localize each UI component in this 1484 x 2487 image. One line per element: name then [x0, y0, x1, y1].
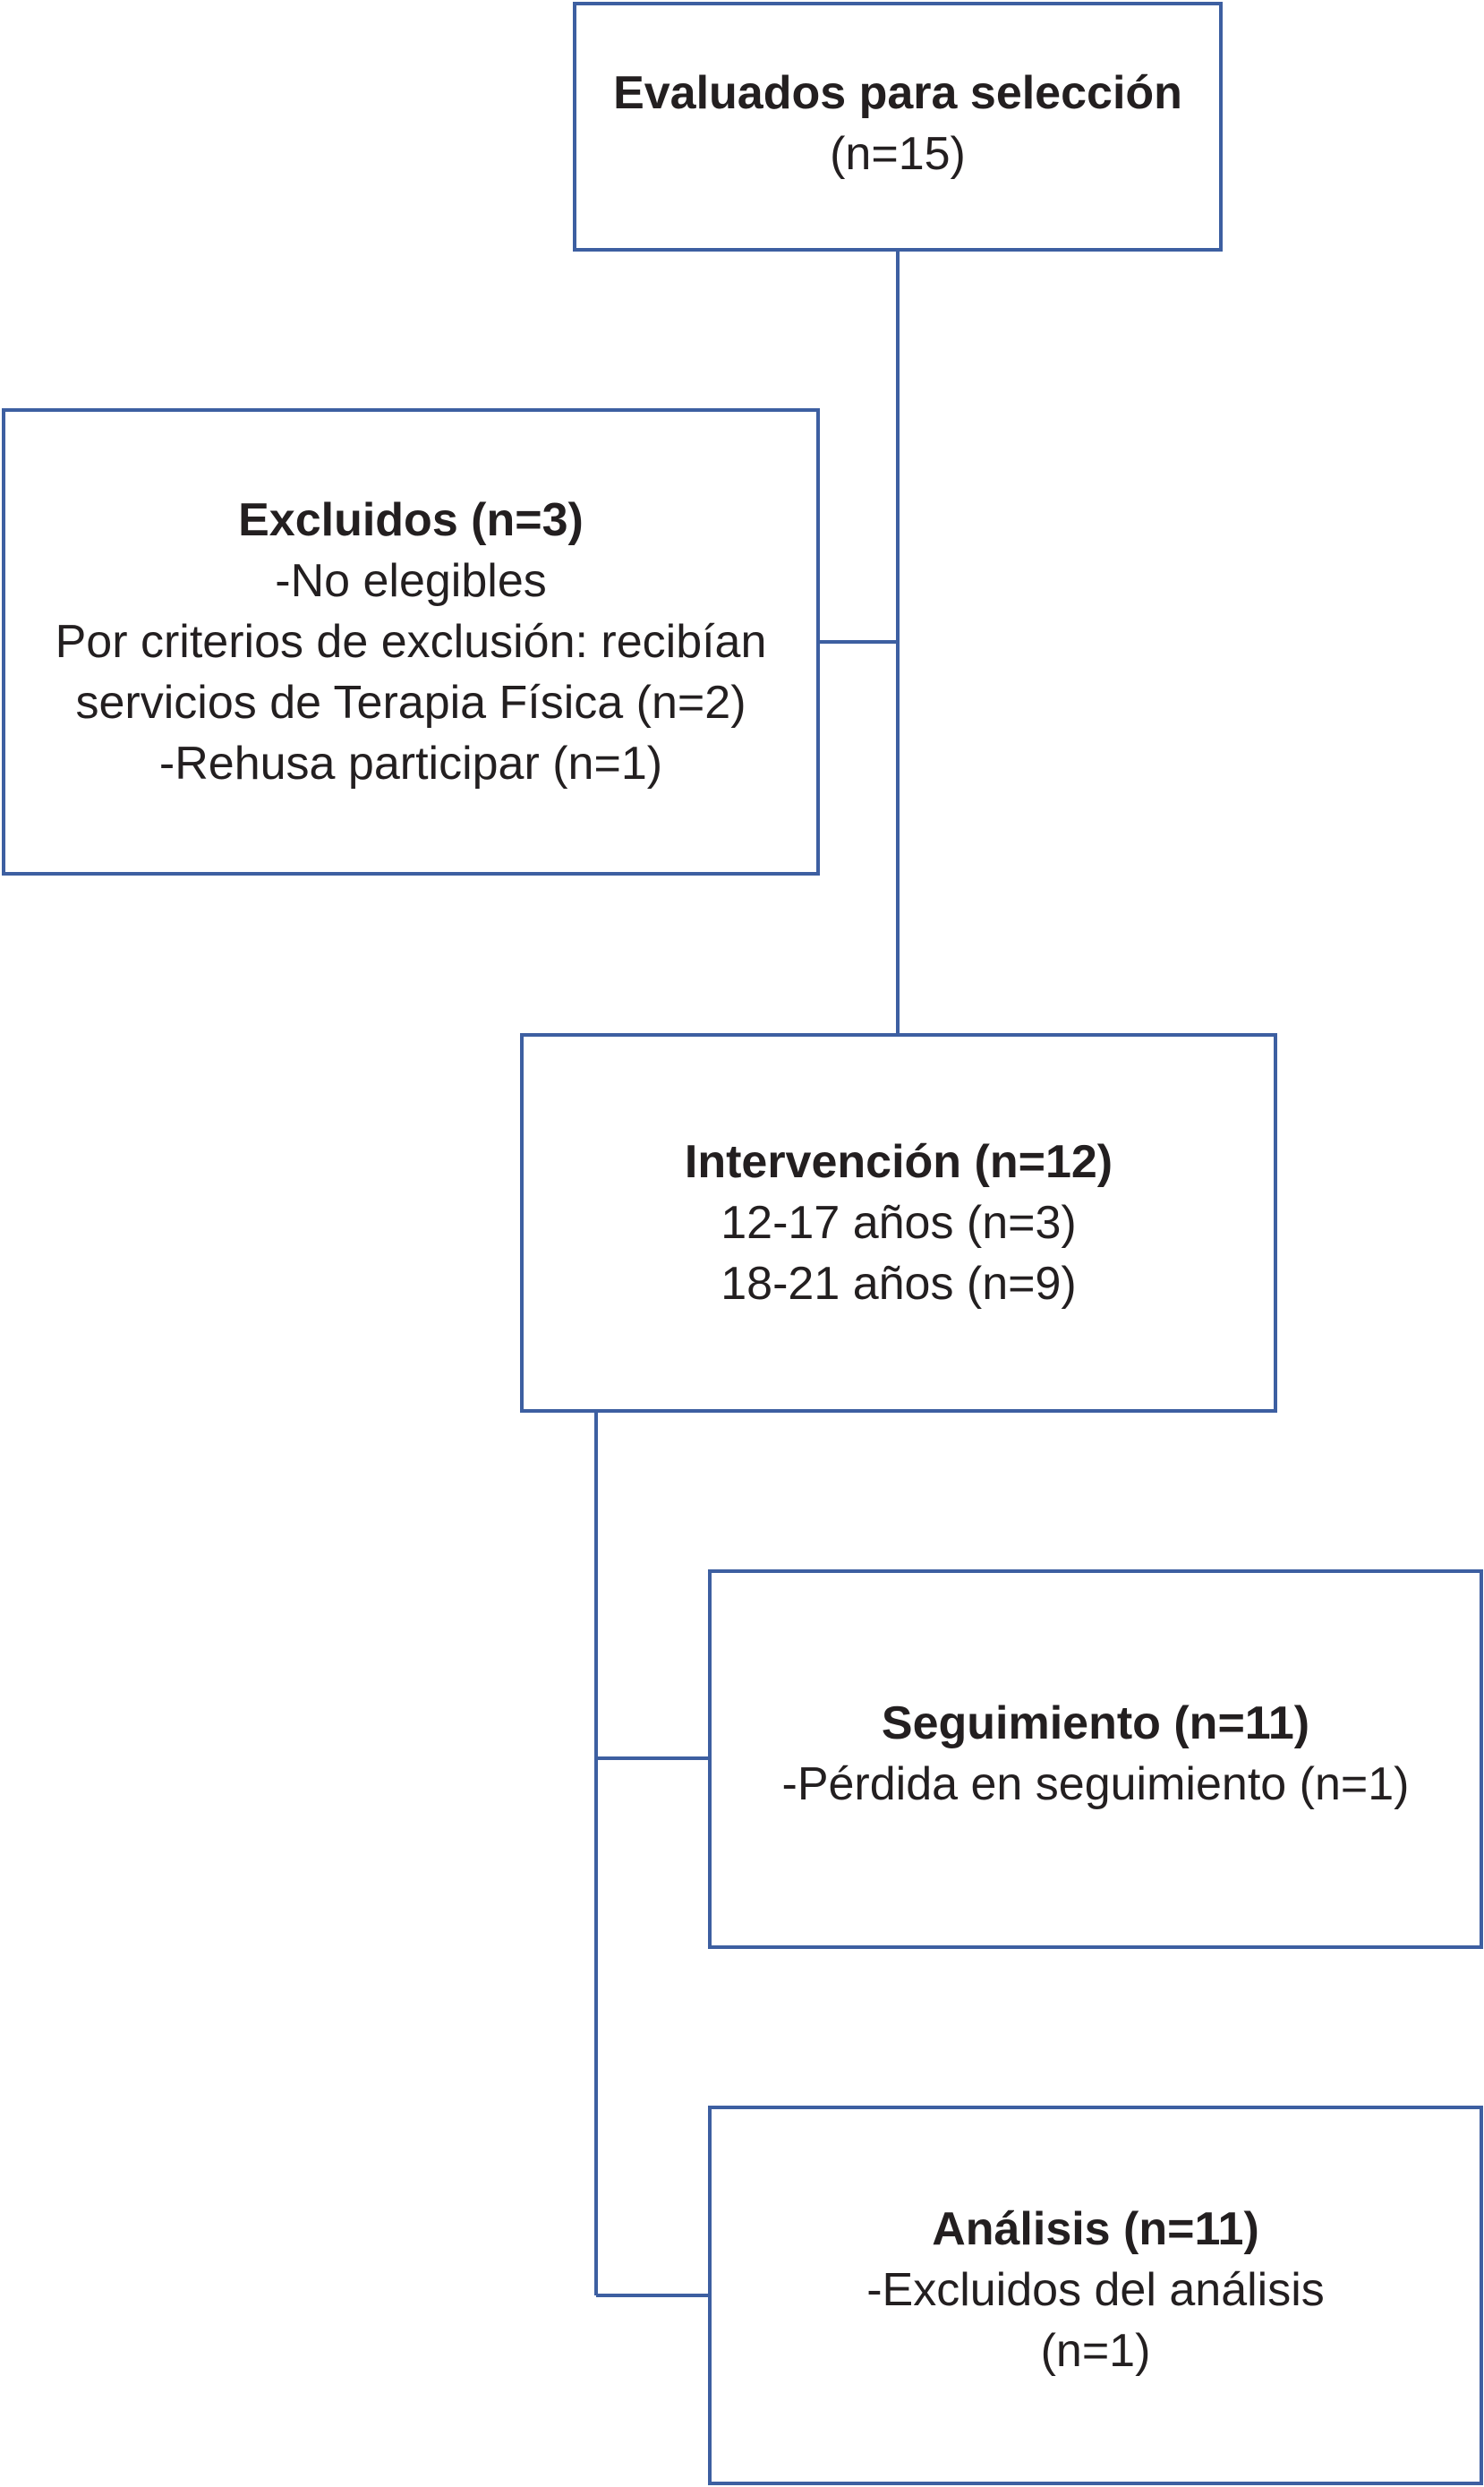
- intervention-age-18-21: 18-21 años (n=9): [721, 1258, 1077, 1310]
- intervention-box: Intervención (n=12) 12-17 años (n=3) 18-…: [520, 1033, 1277, 1413]
- intervention-title: Intervención (n=12): [684, 1136, 1113, 1188]
- evaluated-count: (n=15): [830, 128, 966, 180]
- analysis-excluded-count: (n=1): [1040, 2325, 1151, 2377]
- analysis-box: Análisis (n=11) -Excluidos del análisis …: [708, 2106, 1483, 2485]
- followup-title: Seguimiento (n=11): [881, 1697, 1310, 1749]
- evaluated-box: Evaluados para selección (n=15): [573, 2, 1223, 252]
- excluded-line-services: servicios de Terapia Física (n=2): [75, 677, 746, 729]
- followup-lost: -Pérdida en seguimiento (n=1): [781, 1758, 1410, 1810]
- excluded-line-not-eligible: -No elegibles: [275, 555, 547, 607]
- analysis-title: Análisis (n=11): [932, 2203, 1259, 2255]
- evaluated-title: Evaluados para selección: [613, 67, 1182, 119]
- analysis-excluded: -Excluidos del análisis: [866, 2264, 1325, 2316]
- excluded-line-refused: -Rehusa participar (n=1): [158, 738, 663, 790]
- followup-box: Seguimiento (n=11) -Pérdida en seguimien…: [708, 1569, 1483, 1949]
- excluded-title: Excluidos (n=3): [238, 494, 584, 546]
- excluded-line-criteria: Por criterios de exclusión: recibían: [55, 616, 767, 668]
- excluded-box: Excluidos (n=3) -No elegibles Por criter…: [2, 408, 820, 876]
- intervention-age-12-17: 12-17 años (n=3): [721, 1197, 1077, 1249]
